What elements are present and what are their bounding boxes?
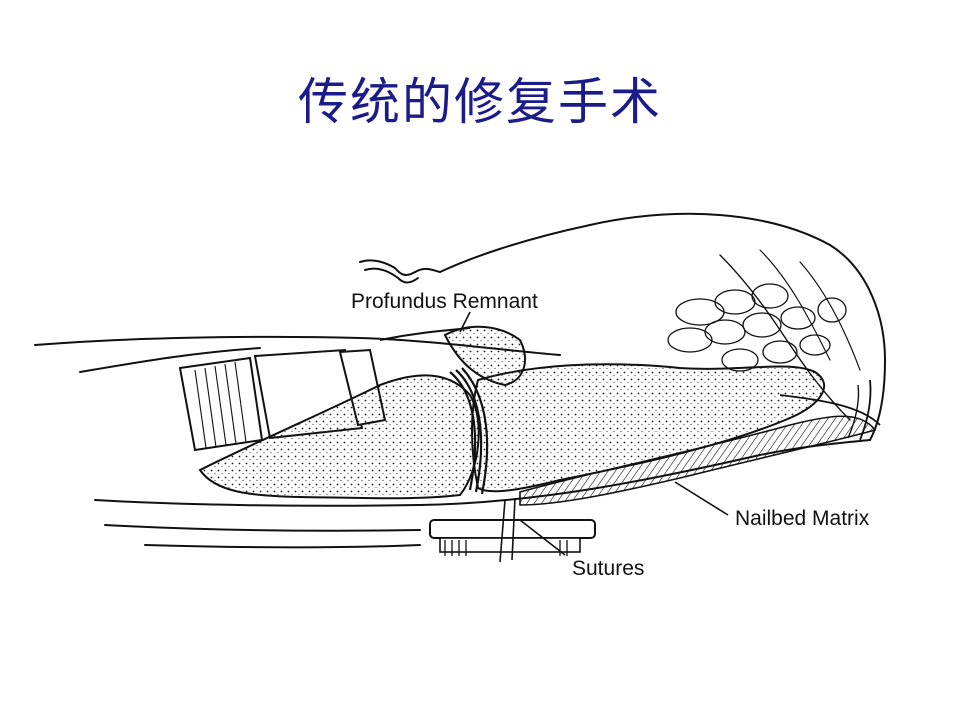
nailbed-leader-line: [674, 481, 729, 516]
callout-profundus-remnant: Profundus Remnant: [351, 290, 538, 313]
nailbed-matrix: [519, 415, 877, 506]
profundus-leader-line: [459, 311, 471, 333]
skin-flap-edge: [359, 259, 441, 276]
sutures-leader-line: [519, 519, 566, 556]
slide-title: 传统的修复手术: [298, 73, 662, 131]
callout-nailbed-matrix: Nailbed Matrix: [735, 507, 870, 530]
suture-button: [429, 497, 596, 563]
distal-phalanx: [471, 363, 826, 493]
tendon-band: [178, 356, 264, 452]
profundus-remnant-tendon: [443, 325, 526, 387]
callout-sutures: Sutures: [572, 557, 645, 580]
skin-flap-outline: [439, 212, 886, 441]
